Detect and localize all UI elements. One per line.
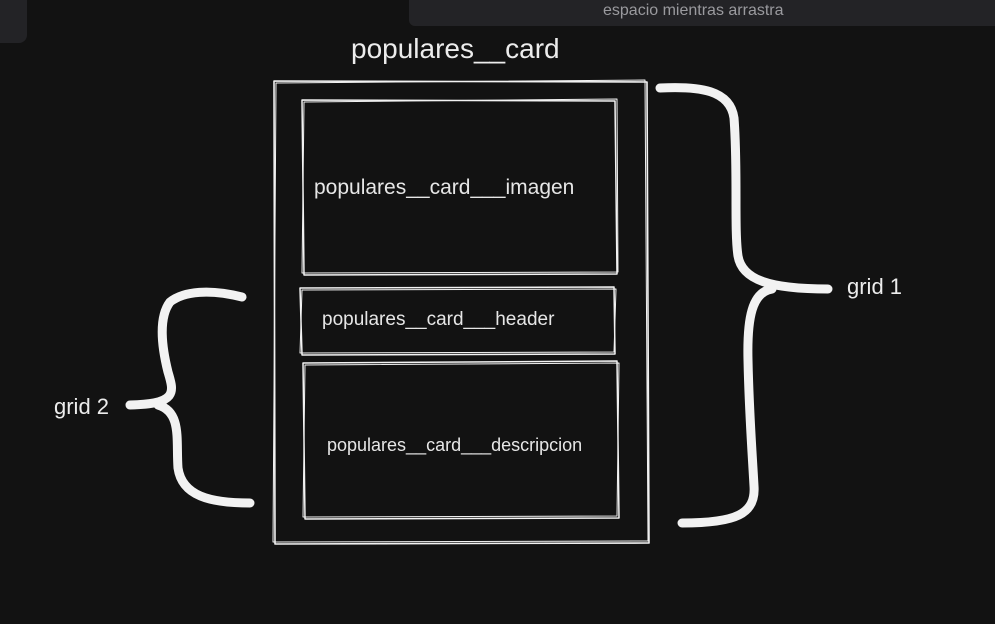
- imagen-label: populares__card___imagen: [314, 176, 575, 199]
- header-label: populares__card___header: [322, 309, 555, 330]
- grid2-label: grid 2: [54, 394, 110, 419]
- imagen-box: [301, 98, 619, 276]
- hint-bar: [409, 0, 995, 26]
- descripcion-box: [302, 360, 620, 520]
- header-box: [299, 286, 617, 356]
- card-title: populares__card: [351, 33, 560, 64]
- descripcion-label: populares__card___descripcion: [327, 435, 583, 455]
- grid1-label: grid 1: [847, 274, 903, 299]
- grid1-brace: [655, 83, 833, 528]
- toolbar-panel: [0, 0, 27, 43]
- card-outer-box: [272, 79, 650, 545]
- grid2-brace: [125, 287, 255, 508]
- hint-text: espacio mientras arrastra: [603, 2, 784, 19]
